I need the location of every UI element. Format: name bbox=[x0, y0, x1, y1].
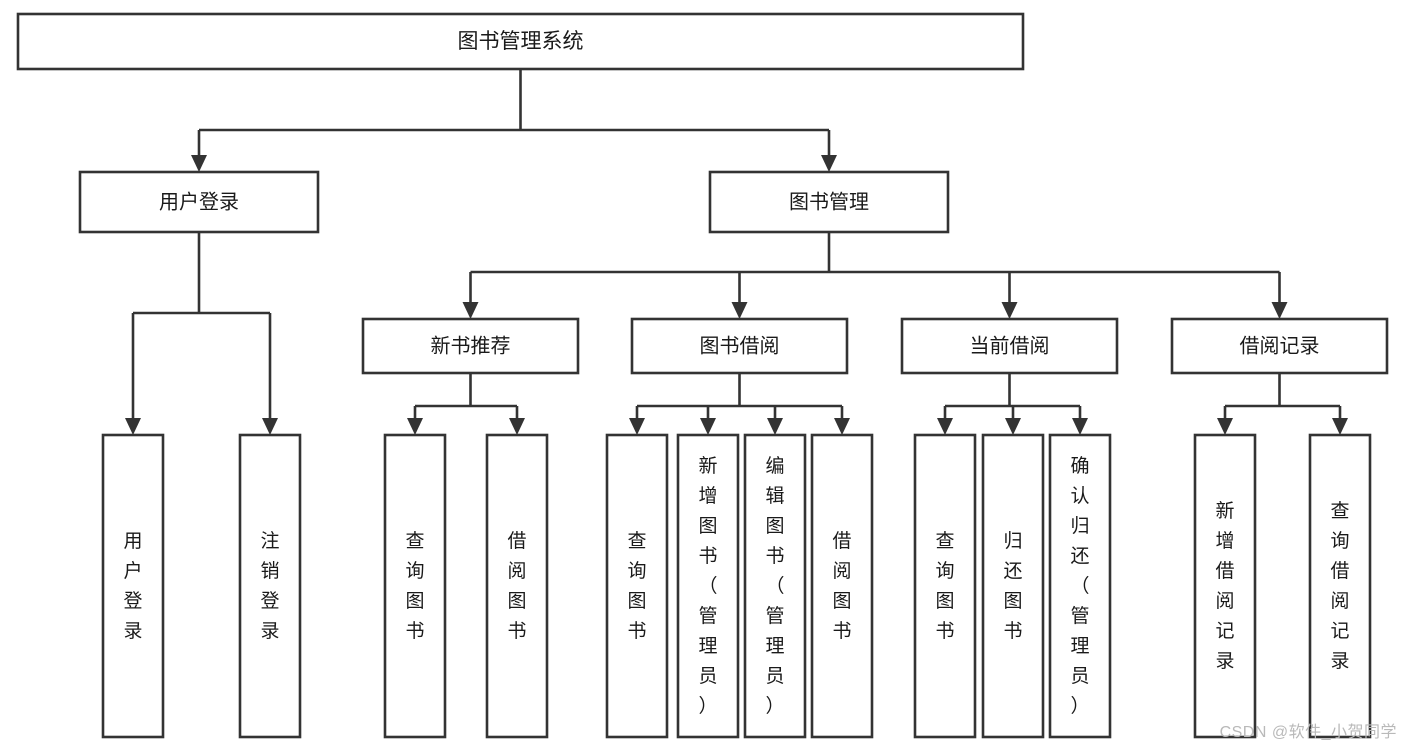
arrow-head-icon bbox=[262, 418, 278, 435]
arrow-head-icon bbox=[1005, 418, 1021, 435]
leaf-node-add-borrow-record[interactable]: 新增借阅记录 bbox=[1193, 433, 1257, 739]
level3-node-current-borrow[interactable]: 当前借阅 bbox=[900, 317, 1119, 375]
node-box bbox=[605, 433, 669, 739]
arrow-head-icon bbox=[509, 418, 525, 435]
leaf-node-edit-book-admin[interactable]: 编辑图书（管理员） bbox=[743, 433, 807, 739]
level2-node-user-login[interactable]: 用户登录 bbox=[78, 170, 320, 234]
arrow-head-icon bbox=[125, 418, 141, 435]
node-box bbox=[78, 170, 320, 234]
arrow-head-icon bbox=[1072, 418, 1088, 435]
node-box bbox=[101, 433, 165, 739]
node-box bbox=[1170, 317, 1389, 375]
arrow-head-icon bbox=[462, 302, 479, 319]
node-label: 借阅记录 bbox=[1240, 334, 1320, 357]
leaf-node-label: 借阅图书 bbox=[507, 530, 526, 642]
arrow-head-icon bbox=[821, 155, 837, 172]
node-box bbox=[708, 170, 950, 234]
node-box bbox=[676, 433, 740, 739]
node-box bbox=[810, 433, 874, 739]
arrow-head-icon bbox=[1217, 418, 1233, 435]
nodes-layer: 图书管理系统用户登录图书管理新书推荐图书借阅当前借阅借阅记录用户登录注销登录查询… bbox=[16, 12, 1389, 739]
leaf-node-label: 新增图书（管理员） bbox=[698, 455, 717, 717]
arrow-head-icon bbox=[700, 418, 716, 435]
node-box bbox=[383, 433, 447, 739]
leaf-node-add-book-admin[interactable]: 新增图书（管理员） bbox=[676, 433, 740, 739]
node-box bbox=[981, 433, 1045, 739]
node-box bbox=[16, 12, 1025, 71]
leaf-node-label: 确认归还（管理员） bbox=[1070, 455, 1089, 717]
arrow-head-icon bbox=[937, 418, 953, 435]
node-label: 用户登录 bbox=[159, 190, 239, 213]
leaf-node-label: 查询借阅记录 bbox=[1330, 500, 1349, 672]
level2-node-book-management[interactable]: 图书管理 bbox=[708, 170, 950, 234]
node-label: 当前借阅 bbox=[970, 334, 1050, 357]
arrow-head-icon bbox=[731, 302, 748, 319]
leaf-node-confirm-return-admin[interactable]: 确认归还（管理员） bbox=[1048, 433, 1112, 739]
arrow-head-icon bbox=[1271, 302, 1288, 319]
node-box bbox=[1308, 433, 1372, 739]
node-box bbox=[238, 433, 302, 739]
leaf-node-query-book-current[interactable]: 查询图书 bbox=[913, 433, 977, 739]
leaf-node-label: 查询图书 bbox=[935, 530, 954, 642]
node-box bbox=[1193, 433, 1257, 739]
arrow-head-icon bbox=[629, 418, 645, 435]
arrow-head-icon bbox=[767, 418, 783, 435]
node-box bbox=[913, 433, 977, 739]
arrow-head-icon bbox=[1001, 302, 1018, 319]
node-label: 图书管理系统 bbox=[458, 30, 584, 53]
leaf-node-query-book-borrow[interactable]: 查询图书 bbox=[605, 433, 669, 739]
node-box bbox=[1048, 433, 1112, 739]
leaf-node-label: 注销登录 bbox=[260, 530, 279, 642]
level3-node-borrow-record[interactable]: 借阅记录 bbox=[1170, 317, 1389, 375]
leaf-node-borrow-book-action[interactable]: 借阅图书 bbox=[810, 433, 874, 739]
leaf-node-user-login-action[interactable]: 用户登录 bbox=[101, 433, 165, 739]
leaf-node-label: 查询图书 bbox=[405, 530, 424, 642]
node-box bbox=[361, 317, 580, 375]
leaf-node-label: 归还图书 bbox=[1003, 530, 1022, 642]
node-box bbox=[743, 433, 807, 739]
leaf-node-query-book-new[interactable]: 查询图书 bbox=[383, 433, 447, 739]
node-box bbox=[485, 433, 549, 739]
leaf-node-return-book[interactable]: 归还图书 bbox=[981, 433, 1045, 739]
leaf-node-borrow-book-new[interactable]: 借阅图书 bbox=[485, 433, 549, 739]
node-box bbox=[900, 317, 1119, 375]
node-label: 新书推荐 bbox=[431, 334, 511, 357]
leaf-node-label: 查询图书 bbox=[627, 530, 646, 642]
leaf-node-label: 新增借阅记录 bbox=[1215, 500, 1234, 672]
leaf-node-logout-action[interactable]: 注销登录 bbox=[238, 433, 302, 739]
arrow-head-icon bbox=[191, 155, 207, 172]
arrow-head-icon bbox=[834, 418, 850, 435]
level3-node-new-book-recommend[interactable]: 新书推荐 bbox=[361, 317, 580, 375]
node-label: 图书借阅 bbox=[700, 334, 780, 357]
level3-node-book-borrow[interactable]: 图书借阅 bbox=[630, 317, 849, 375]
node-box bbox=[630, 317, 849, 375]
leaf-node-label: 用户登录 bbox=[123, 531, 142, 642]
leaf-node-label: 编辑图书（管理员） bbox=[765, 455, 784, 717]
node-label: 图书管理 bbox=[789, 190, 869, 213]
leaf-node-label: 借阅图书 bbox=[832, 530, 851, 642]
arrow-head-icon bbox=[1332, 418, 1348, 435]
connectors-layer bbox=[125, 69, 1348, 435]
leaf-node-query-borrow-record[interactable]: 查询借阅记录 bbox=[1308, 433, 1372, 739]
root-node-undefined[interactable]: 图书管理系统 bbox=[16, 12, 1025, 71]
arrow-head-icon bbox=[407, 418, 423, 435]
